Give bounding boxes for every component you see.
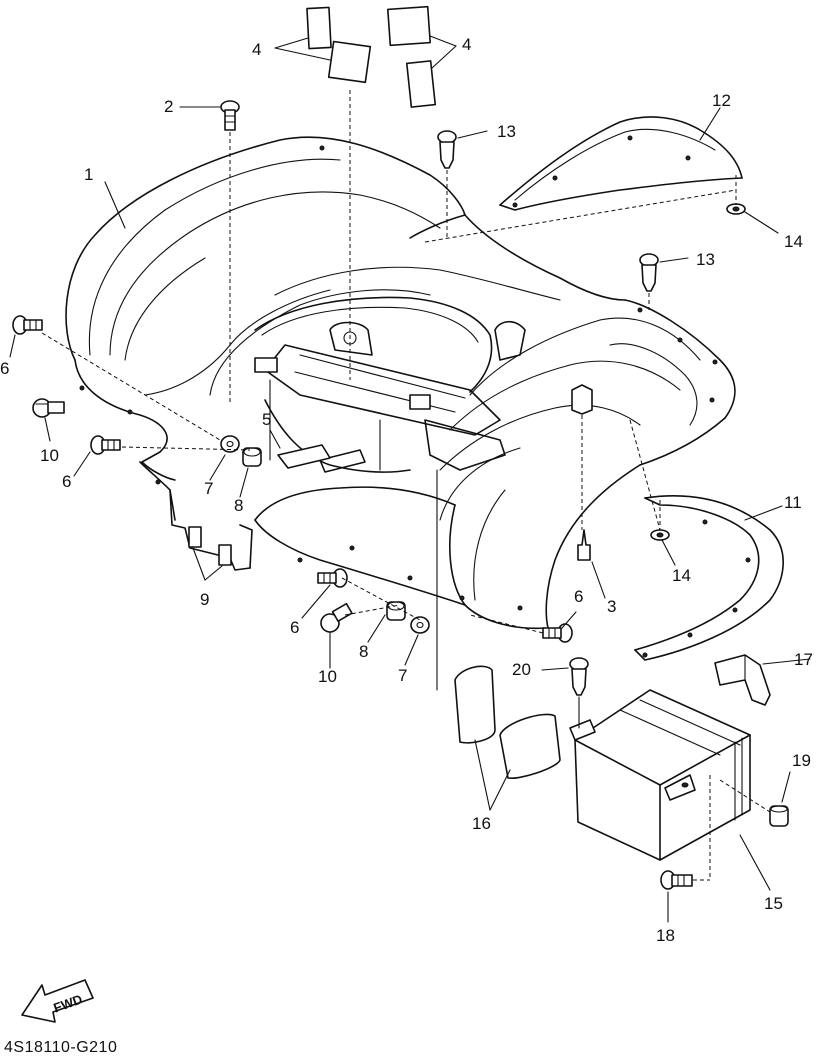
callout-7a: 7 (204, 479, 213, 498)
nut-19 (769, 805, 789, 827)
callout-16: 16 (472, 814, 491, 833)
tool-box-15 (569, 689, 751, 861)
washer-7a (220, 435, 240, 453)
callout-10a: 10 (40, 446, 59, 465)
callout-6d: 6 (574, 587, 583, 606)
flap-11 (634, 495, 784, 661)
callout-1: 1 (84, 165, 93, 184)
rivet-10b (320, 602, 353, 633)
screw-3 (571, 384, 593, 561)
clip-nut-9b (218, 544, 232, 566)
bolt-6a (12, 315, 43, 335)
callout-14a: 14 (784, 232, 803, 251)
callout-20: 20 (512, 660, 531, 679)
callout-leaders (9, 35, 811, 923)
callout-4a: 4 (252, 40, 261, 59)
callout-6b: 6 (62, 472, 71, 491)
callout-13a: 13 (497, 122, 516, 141)
center-lines (41, 90, 771, 881)
callout-numbers: 1 2 3 4 4 5 6 6 6 6 7 7 8 8 9 10 10 11 1… (0, 35, 813, 945)
callout-4b: 4 (462, 35, 471, 54)
clip-20 (569, 657, 589, 696)
fwd-arrow-icon: FWD (21, 979, 94, 1023)
pad-5 (277, 444, 331, 469)
bracket-17 (714, 654, 771, 706)
callout-15: 15 (764, 894, 783, 913)
nut-8a (242, 447, 262, 467)
nut-8b (386, 601, 406, 621)
callout-7b: 7 (398, 666, 407, 685)
callout-11: 11 (784, 493, 802, 512)
callout-8a: 8 (234, 496, 243, 515)
clip-13b (639, 253, 659, 292)
callout-9: 9 (200, 590, 209, 609)
bolt-6c (317, 568, 348, 588)
rivet-10a (32, 398, 65, 418)
callout-5: 5 (262, 410, 271, 429)
reflector-16 (454, 665, 561, 779)
callout-6a: 6 (0, 359, 9, 378)
callout-6c: 6 (290, 618, 299, 637)
callout-2: 2 (164, 97, 173, 116)
callout-3: 3 (607, 597, 616, 616)
rear-flap-12 (499, 116, 743, 211)
bolt-18 (660, 870, 693, 890)
rear-fender-1 (65, 136, 736, 630)
bolt-2 (220, 100, 240, 131)
callout-10b: 10 (318, 667, 337, 686)
bolt-6b (90, 435, 121, 455)
callout-18: 18 (656, 926, 675, 945)
drawing-code: 4S18110-G210 (4, 1039, 117, 1055)
callout-8b: 8 (359, 642, 368, 661)
reflector-decals-4 (306, 5, 437, 108)
callout-17: 17 (794, 650, 813, 669)
callout-19: 19 (792, 751, 811, 770)
callout-13b: 13 (696, 250, 715, 269)
callout-12: 12 (712, 91, 731, 110)
callout-14b: 14 (672, 566, 691, 585)
clip-13a (437, 130, 457, 169)
clip-nut-9a (188, 526, 202, 548)
washer-7b (410, 616, 430, 634)
